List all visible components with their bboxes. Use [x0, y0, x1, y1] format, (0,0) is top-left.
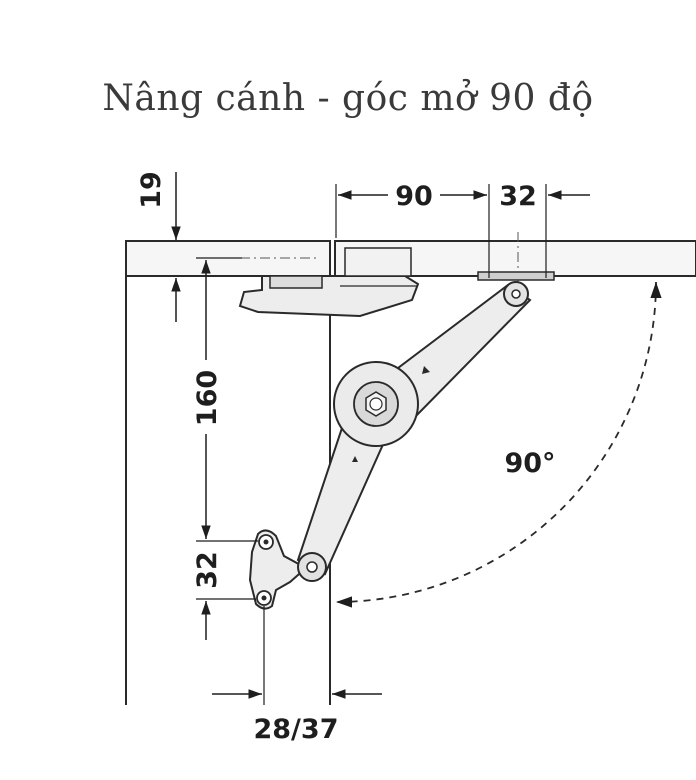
dimension-160-label: 160 [192, 370, 223, 426]
opening-arc [335, 281, 662, 608]
dimension-32-top: 32 [499, 181, 590, 278]
dimension-160: 160 [192, 257, 258, 542]
dimension-19: 19 [136, 171, 181, 322]
opening-angle-label: 90° [504, 448, 555, 479]
dimension-19-label: 19 [136, 171, 167, 209]
dimension-90-label: 90 [395, 181, 433, 212]
dimension-32-side: 32 [192, 551, 256, 640]
dimension-32-side-label: 32 [192, 551, 223, 589]
spring-hub [333, 361, 419, 447]
dimension-90: 90 [335, 181, 490, 278]
dimension-28-37: 28/37 [212, 606, 382, 745]
flap-bracket [477, 271, 555, 281]
side-mounting-plate [248, 529, 327, 610]
dimension-32-top-label: 32 [499, 181, 537, 212]
dimension-28-37-label: 28/37 [253, 714, 338, 745]
diagram-title: Nâng cánh - góc mở 90 độ [102, 78, 594, 119]
